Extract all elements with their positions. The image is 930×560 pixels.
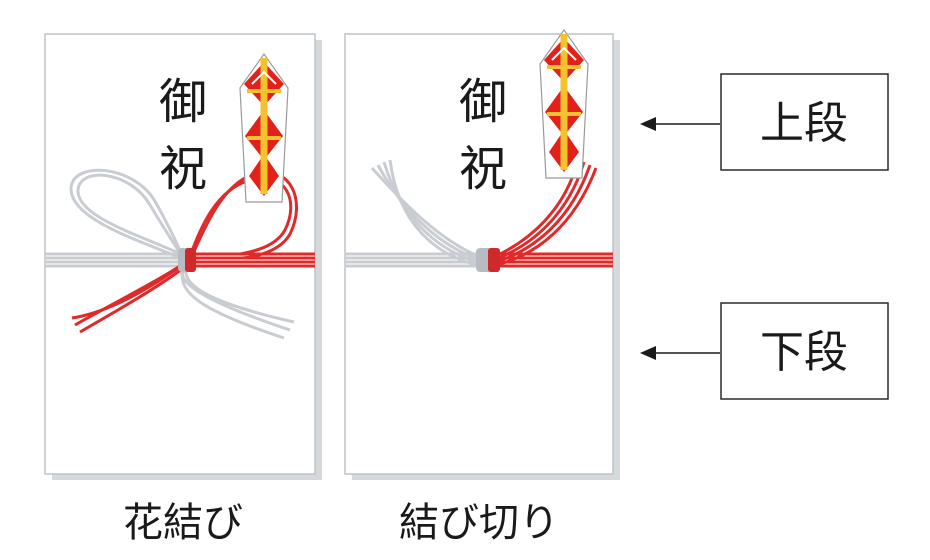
envelope-title-top: 御 bbox=[459, 74, 507, 130]
envelope-title-bottom: 祝 bbox=[459, 141, 507, 197]
envelope-musubikiri: 御 祝 結び切り bbox=[344, 29, 620, 546]
upper-label-box bbox=[720, 73, 889, 171]
upper-label: 上段 bbox=[760, 98, 848, 149]
envelope-title-bottom: 祝 bbox=[159, 141, 207, 197]
envelope-title-top: 御 bbox=[159, 74, 207, 130]
lower-arrow-head bbox=[640, 346, 656, 360]
lower-label-box bbox=[720, 302, 889, 400]
lower-section-callout: 下段 bbox=[640, 302, 889, 400]
upper-section-callout: 上段 bbox=[640, 73, 889, 171]
upper-arrow-head bbox=[640, 117, 656, 131]
red-cord bbox=[71, 170, 315, 334]
envelope-caption: 花結び bbox=[123, 500, 243, 546]
envelope-hanamusubi: 御 祝 花結び bbox=[44, 33, 322, 546]
red-cord bbox=[495, 159, 613, 268]
lower-label: 下段 bbox=[760, 327, 848, 378]
envelope-caption: 結び切り bbox=[399, 500, 559, 546]
silver-cord bbox=[345, 159, 480, 268]
